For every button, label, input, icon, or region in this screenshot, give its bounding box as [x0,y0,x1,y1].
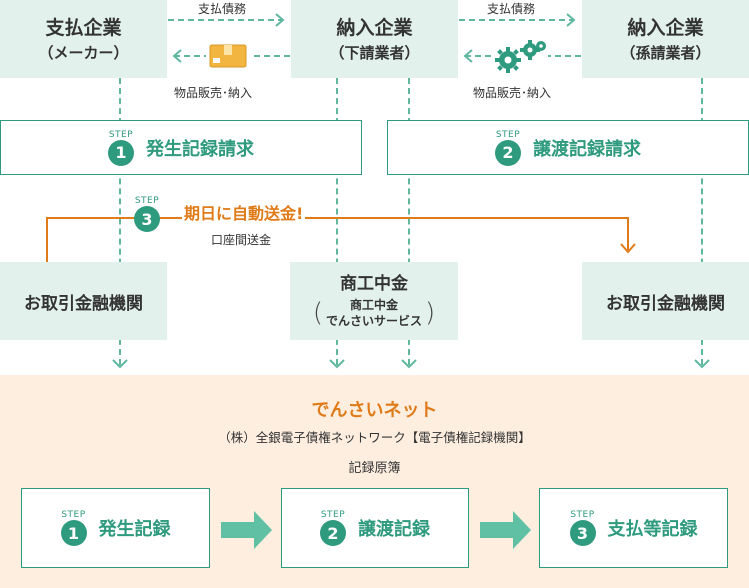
record3-badge: STEP 3 [569,510,596,546]
bank-left-name: お取引金融機関 [24,293,143,314]
bank-right: お取引金融機関 [582,262,749,340]
registry-ledger: 記録原簿 [348,461,401,476]
shokochukin-detail: ( 商工中金 でんさいサービス ) [313,297,435,329]
record-issue-box: STEP 1 発生記録 [21,488,210,568]
debt-arrow-right [459,13,576,27]
sub-supplier-lifeline [701,78,703,365]
record-payment-box: STEP 3 支払等記録 [539,488,728,568]
bank-left: お取引金融機関 [0,262,167,340]
shokochukin-name: 商工中金 [340,274,408,294]
record3-title: 支払等記録 [607,519,698,540]
sub-supplier-company: 納入企業 （孫請業者） [582,0,749,78]
record3-number: 3 [569,520,596,546]
goods-arrow-right [463,49,581,63]
supplier-sub: （下請業者） [329,43,420,62]
step1-box: STEP 1 発生記録請求 [0,120,362,175]
record1-badge: STEP 1 [60,510,87,546]
step1-label: STEP [108,129,134,140]
record-flow-arrow-1 [221,511,272,549]
debt-label-right: 支払債務 [487,2,536,16]
registry-title: でんさいネット [311,400,438,421]
step2-box: STEP 2 譲渡記録請求 [387,120,749,175]
shokochukin: 商工中金 ( 商工中金 でんさいサービス ) [290,262,458,340]
sub-supplier-sub: （孫請業者） [620,43,711,62]
step3-badge: STEP 3 [134,196,160,232]
record2-badge: STEP 2 [320,510,346,546]
package-icon [206,43,250,69]
sales-label-right: 物品販売･納入 [473,86,552,100]
debt-arrow-left [168,13,285,27]
step2-title: 譲渡記録請求 [533,138,641,160]
step3-label: STEP [134,196,160,206]
shokochukin-detail-2: でんさいサービス [325,314,422,328]
payer-sub: （メーカー） [38,43,129,62]
record1-title: 発生記録 [98,519,171,540]
supplier-name: 納入企業 [336,16,413,39]
step1-title: 発生記録請求 [146,138,254,160]
supplier-lifeline-right [408,78,410,365]
step2-number: 2 [495,139,521,166]
sales-label-left: 物品販売･納入 [174,86,253,100]
step1-badge: STEP 1 [108,130,134,166]
record2-number: 2 [320,520,346,546]
record1-number: 1 [60,520,87,546]
gears-icon [492,40,548,73]
auto-transfer-arrow [46,217,636,262]
payer-name: 支払企業 [45,16,122,39]
debt-label-left: 支払債務 [198,2,247,16]
sub-supplier-name: 納入企業 [627,16,704,39]
step3-note: 口座間送金 [211,233,272,247]
payer-company: 支払企業 （メーカー） [0,0,167,78]
goods-arrow-left [172,49,290,63]
paren-left: ( [312,298,323,328]
payer-lifeline [119,78,121,365]
record2-title: 譲渡記録 [358,519,430,540]
record-flow-arrow-2 [480,511,531,549]
supplier-company: 納入企業 （下請業者） [291,0,458,78]
record-transfer-box: STEP 2 譲渡記録 [281,488,469,568]
bank-right-name: お取引金融機関 [606,293,725,314]
step2-badge: STEP 2 [495,130,521,166]
record2-step-label: STEP [320,510,346,520]
down-arrows [112,359,710,369]
shokochukin-detail-1: 商工中金 [349,298,398,312]
registry-org: （株）全銀電子債権ネットワーク【電子債権記録機関】 [218,430,531,445]
shokochukin-detail-lines: 商工中金 でんさいサービス [326,297,422,329]
record3-step-label: STEP [570,510,595,520]
paren-right: ) [425,298,436,328]
step3-title: 期日に自動送金! [182,200,306,224]
step1-number: 1 [108,139,134,166]
step3-number: 3 [134,206,160,232]
record1-step-label: STEP [61,510,86,520]
supplier-lifeline-left [336,78,338,365]
step2-label: STEP [495,129,521,140]
